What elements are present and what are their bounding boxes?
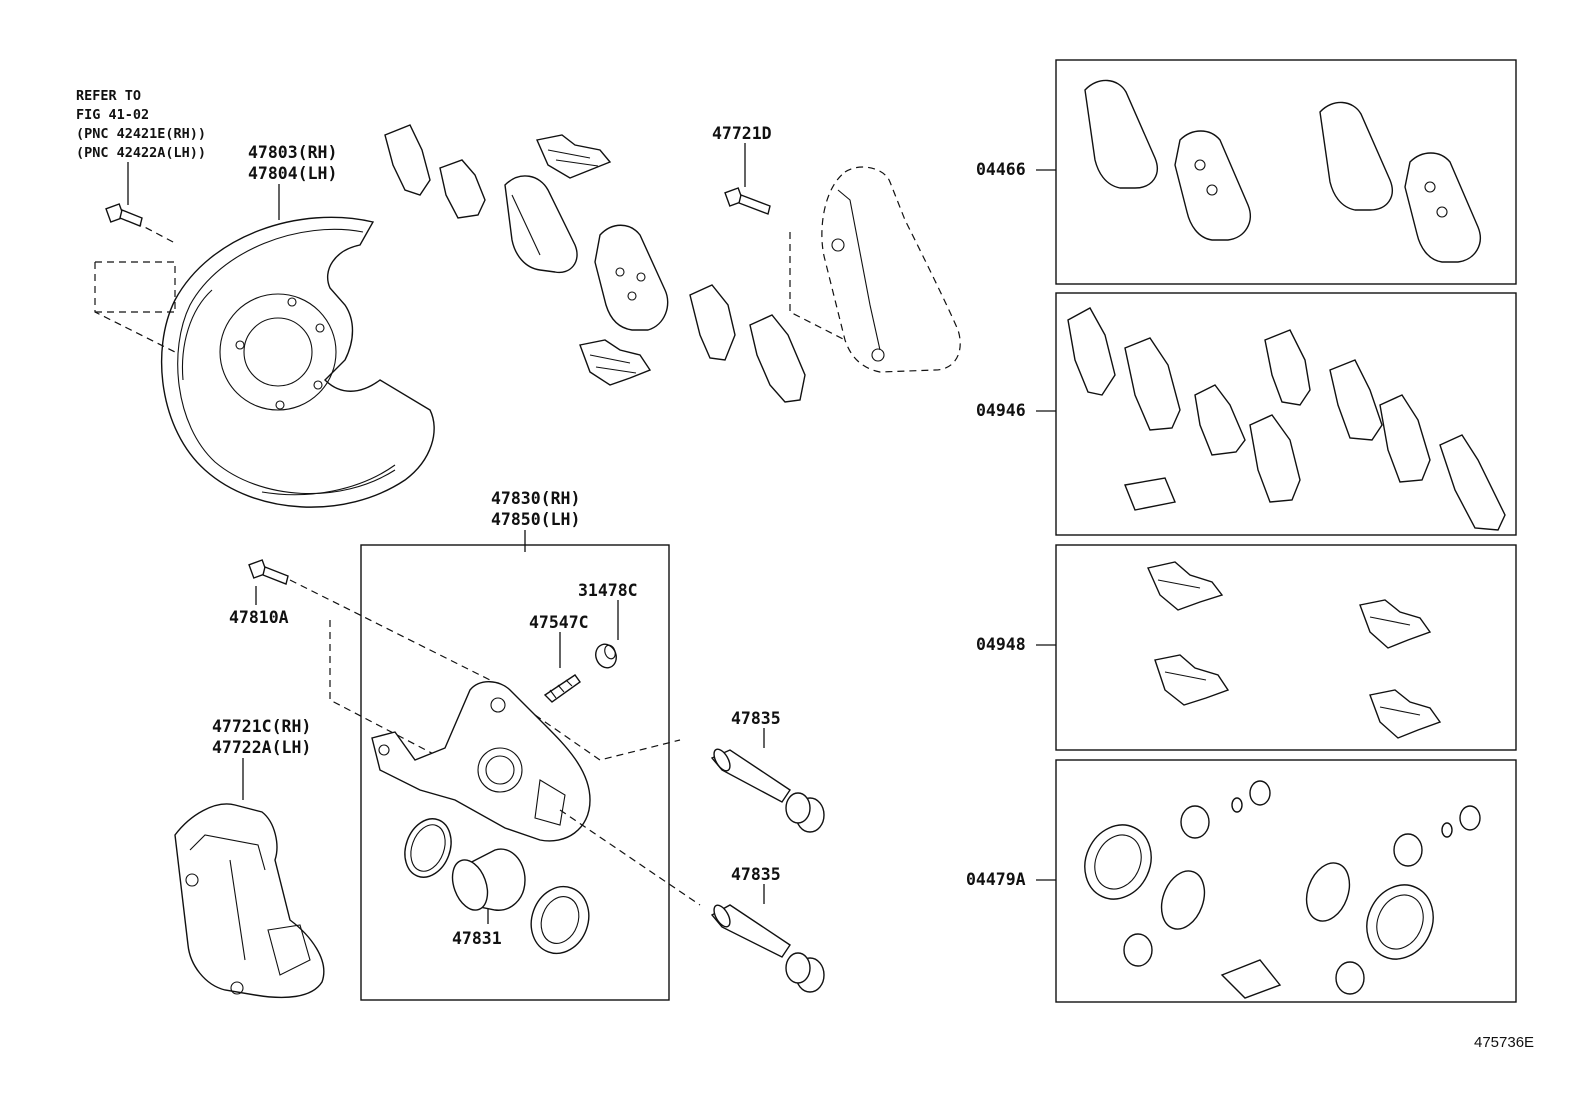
shim-top-2[interactable] xyxy=(439,159,486,219)
callout-bleeder-47547c[interactable]: 47547C xyxy=(529,613,589,632)
piston[interactable] xyxy=(446,848,526,915)
kit-box-04466 xyxy=(1055,59,1517,285)
bolt-47721d-icon[interactable] xyxy=(724,187,771,215)
bolt-47810a-guide xyxy=(289,579,491,761)
refer-note-line1: REFER TO xyxy=(76,88,141,104)
callout-pin-47835-lower[interactable]: 47835 xyxy=(731,865,781,884)
kit-box-04948 xyxy=(1055,544,1517,751)
brake-pad-outer[interactable] xyxy=(594,224,669,331)
kit-04479a-seals[interactable] xyxy=(1073,780,1481,999)
callout-cap-31478c[interactable]: 31478C xyxy=(578,581,638,600)
callout-pin-47835-upper[interactable]: 47835 xyxy=(731,709,781,728)
slide-pin-upper-boot[interactable] xyxy=(785,792,825,833)
callout-caliper-lh[interactable]: 47850(LH) xyxy=(491,510,580,529)
callout-mounting-rh[interactable]: 47721C(RH) xyxy=(212,717,311,736)
refer-note: REFER TO FIG 41-02 (PNC 42421E(RH)) (PNC… xyxy=(76,88,206,161)
leader-lines xyxy=(127,143,1056,924)
dust-cover[interactable] xyxy=(160,216,435,508)
piston-boot[interactable] xyxy=(522,878,598,961)
kit-label-04479a[interactable]: 04479A xyxy=(966,870,1026,889)
illustration-id: 475736E xyxy=(1474,1034,1534,1051)
refer-note-line3: (PNC 42421E(RH)) xyxy=(76,126,206,142)
bolt-47810a-icon[interactable] xyxy=(248,559,289,585)
kit-label-04946[interactable]: 04946 xyxy=(976,401,1026,420)
shim-top-1[interactable] xyxy=(384,124,431,196)
clip-bottom[interactable] xyxy=(579,339,652,386)
callout-piston-47831[interactable]: 47831 xyxy=(452,929,502,948)
callout-dust-cover-rh[interactable]: 47803(RH) xyxy=(248,143,337,162)
refer-note-line4: (PNC 42422A(LH)) xyxy=(76,145,206,161)
callout-dust-cover-lh[interactable]: 47804(LH) xyxy=(248,164,337,183)
kit-04466-pads[interactable] xyxy=(1084,79,1481,263)
slide-pin-lower-boot[interactable] xyxy=(785,952,825,993)
callout-mounting-lh[interactable]: 47722A(LH) xyxy=(212,738,311,757)
caliper-assembly-box xyxy=(360,544,670,1001)
bleeder-screw[interactable] xyxy=(543,674,581,703)
kit-box-04479a xyxy=(1055,759,1517,1003)
caliper-pin-guides xyxy=(534,714,701,906)
refer-note-line2: FIG 41-02 xyxy=(76,107,149,123)
callout-bolt-47810a[interactable]: 47810A xyxy=(229,608,289,627)
shim-mid-2[interactable] xyxy=(749,314,806,403)
dust-cover-guides xyxy=(94,221,176,353)
slide-pin-lower[interactable] xyxy=(710,903,791,958)
caliper-body[interactable] xyxy=(371,681,591,842)
lower-mounting-bracket[interactable] xyxy=(174,803,325,999)
shim-mid-1[interactable] xyxy=(689,284,736,361)
kit-04946-shims[interactable] xyxy=(1067,307,1506,531)
brake-pad-inner[interactable] xyxy=(504,175,578,274)
upper-mounting-bracket[interactable] xyxy=(789,166,961,373)
kit-label-04948[interactable]: 04948 xyxy=(976,635,1026,654)
callout-bolt-47721d[interactable]: 47721D xyxy=(712,124,772,143)
bolt-icon[interactable] xyxy=(105,203,143,227)
kit-label-04466[interactable]: 04466 xyxy=(976,160,1026,179)
clip-top[interactable] xyxy=(536,134,612,179)
piston-seal[interactable] xyxy=(397,812,459,883)
kit-04948-clips[interactable] xyxy=(1147,561,1442,739)
kit-box-04946 xyxy=(1055,292,1517,536)
callout-caliper-rh[interactable]: 47830(RH) xyxy=(491,489,580,508)
slide-pin-upper[interactable] xyxy=(710,747,791,803)
bleeder-cap[interactable] xyxy=(592,641,619,670)
